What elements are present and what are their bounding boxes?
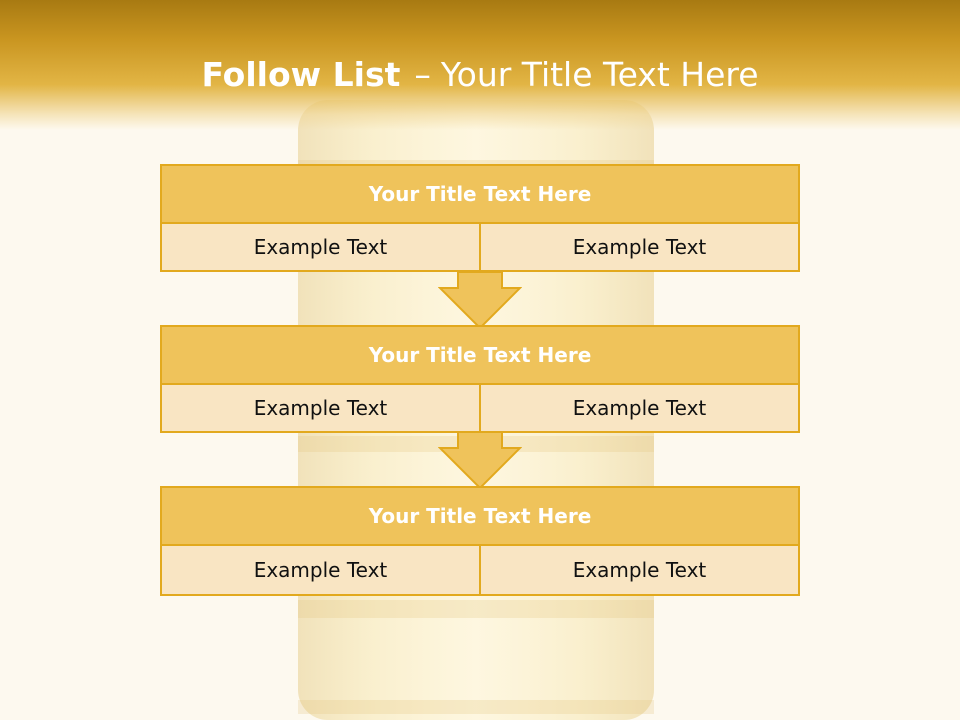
down-arrow-icon [438, 432, 522, 490]
step-3-right-cell: Example Text [479, 546, 798, 594]
step-1-right-cell: Example Text [479, 224, 798, 270]
down-arrow-icon [438, 272, 522, 330]
step-block-3: Your Title Text Here Example Text Exampl… [160, 486, 800, 596]
title-rest-part: Your Title Text Here [440, 55, 759, 94]
step-3-left-cell: Example Text [253, 558, 388, 582]
step-row-3: Example Text Example Text [162, 546, 798, 594]
title-dash: – [414, 55, 431, 94]
step-1-left-cell: Example Text [253, 235, 388, 259]
step-2-left-cell: Example Text [253, 396, 388, 420]
step-2-right-cell: Example Text [479, 385, 798, 431]
step-title-1: Your Title Text Here [162, 166, 798, 224]
step-row-2: Example Text Example Text [162, 385, 798, 431]
step-row-1: Example Text Example Text [162, 224, 798, 270]
step-title-3: Your Title Text Here [162, 488, 798, 546]
title-bold-part: Follow List [201, 55, 401, 94]
header-band [0, 0, 960, 130]
step-block-1: Your Title Text Here Example Text Exampl… [160, 164, 800, 272]
step-block-2: Your Title Text Here Example Text Exampl… [160, 325, 800, 433]
step-title-2: Your Title Text Here [162, 327, 798, 385]
slide-title: Follow List–Your Title Text Here [0, 52, 960, 98]
